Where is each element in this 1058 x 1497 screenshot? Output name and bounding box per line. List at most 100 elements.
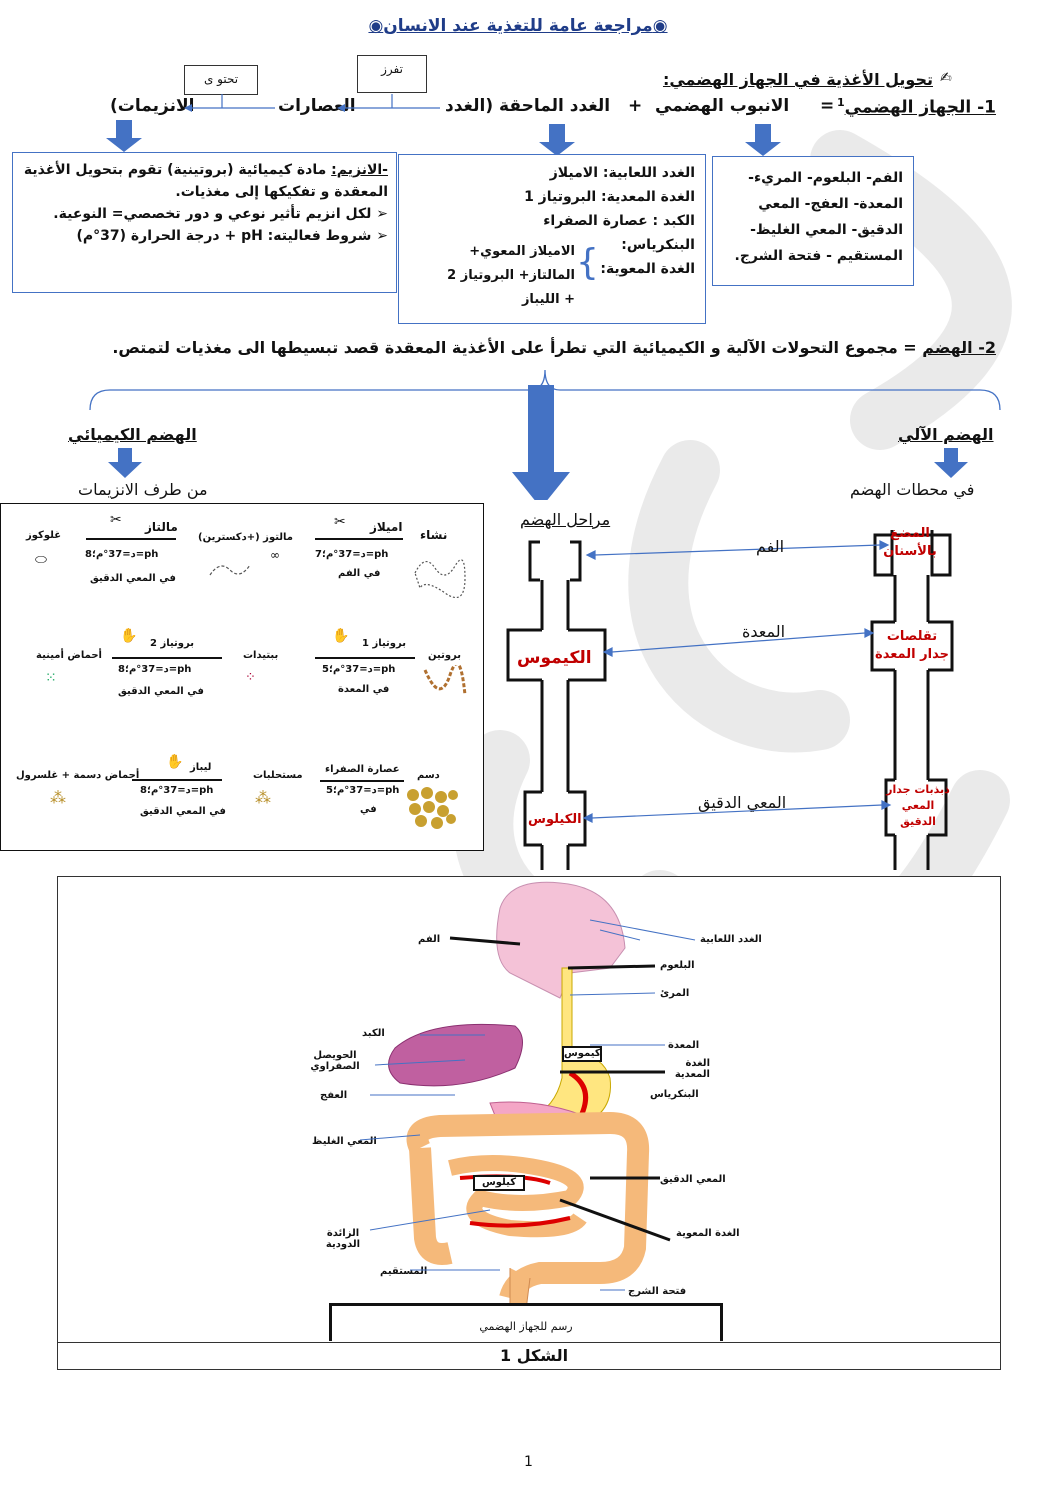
maltose-label: مالتوز (+دكسترين) [198,532,293,543]
label-salivary-glands: الغدد اللعابية [700,934,762,945]
tube-organs-box: الفم- البلعوم- المريء- المعدة- العفج- ال… [712,156,914,286]
starch-icon [414,559,466,598]
mouth-label: الفم [756,537,785,556]
protein-icon [423,665,467,696]
protease1-conditions: د=37°م؛5=ph [322,664,396,675]
emulsions-icon: ⁂ [255,788,271,807]
label-pancreas: البنكرياس [650,1089,699,1100]
stomach-contractions-label: تقلصات جدار المعدة [875,629,949,662]
bile-conditions: د=37°م؛5=ph [326,785,400,796]
fat-label: دسم [417,770,440,781]
lipase-arrow [132,779,222,781]
label-duodenum: العفج [320,1090,348,1101]
digestion-stages-title: مراحل الهضم [520,510,611,529]
amylase-label: اميلاز [370,520,403,534]
protease2-conditions: د=37°م؛8=ph [118,664,192,675]
label-intestinal-gland: الغدة المعوية [676,1228,740,1239]
fat-icon [407,787,458,829]
label-small-intestine: المعي الدقيق [660,1174,726,1185]
label-esophagus: المرئ [660,988,690,999]
label-gallbladder: الحويصل الصفراوي [310,1050,360,1072]
maltase-conditions: د=37°م؛8=ph [85,549,159,560]
equation-system: 1- الجهاز الهضمي1 [836,96,996,118]
label-liver: الكبد [362,1028,385,1039]
peptides-icon: ⁘ [245,670,256,685]
label-anus: فتحة الشرج [628,1286,687,1297]
mechanical-digestion-title: الهضم الآلي [898,425,994,444]
equation-tube: الانبوب الهضمي [655,96,790,116]
intestinal-enzymes: الاميلاز المعوي+ المالتاز+ البروتياز 2 +… [447,244,575,307]
glucose-label: غلوكوز [26,530,62,541]
label-mouth: الفم [418,934,441,945]
protease1-label: بروتياز 1 [362,638,406,649]
small-intestine-label: المعي الدقيق [698,793,787,812]
dextrin-icon [209,564,251,576]
enzyme-hand-icon: ✋ [332,628,350,644]
chyle-tag: كيلوس [473,1175,525,1191]
protease1-location: في المعدة [338,684,390,695]
bile-label: عصارة الصفراء [325,764,400,775]
enzyme-table [0,503,484,851]
bile-location: في [360,804,377,815]
maltase-arrow [86,538,176,540]
section1-heading: تحويل الأغذية في الجهاز الهضمي: [662,70,933,89]
enzyme-hand-icon: ✋ [120,628,138,644]
fatty-acids-label: أحماض دسمة + غلسرول [16,770,140,781]
protease2-location: في المعي الدقيق [118,686,204,697]
equation-juices: العصارات [278,96,356,116]
amylase-conditions: د=37°م؛7=ph [315,549,389,560]
scissors-icon: ✂ [334,514,346,530]
amino-acids-icon: ⁙ [45,670,57,686]
maltase-label: مالتاز [145,520,178,534]
figure-caption-row [57,1342,1001,1370]
protease2-arrow [112,657,222,659]
lipase-location: في المعي الدقيق [140,806,226,817]
bile-arrow [320,780,404,782]
label-large-intestine: المعي الغليظ [312,1136,377,1147]
label-appendix: الزائدة الدودية [325,1228,361,1250]
label-pharynx: البلعوم [660,960,695,971]
peptides-label: ببتيدات [243,650,279,661]
pencil-icon: ✍ [940,70,952,86]
equation-equals: = [820,96,835,116]
chyme-label: الكيموس [517,648,592,668]
figure-leader-lines [359,919,696,1291]
fatty-acids-icon: ⁂ [50,788,66,807]
scissors-icon: ✂ [110,512,122,528]
amino-acids-label: أحماض أمينية [36,650,102,661]
lipase-conditions: د=37°م؛8=ph [140,785,214,796]
chewing-label: المضغ بالأسنان [883,526,937,559]
figure-footer-box: رسم للجهاز الهضمي [329,1303,723,1341]
mechanical-digestion-sub: في محطات الهضم [850,480,975,499]
equation-arrows [106,94,781,156]
glands-box: الغدد اللعابية: الاميلاز الغدة المعدية: … [398,154,706,324]
chemical-digestion-sub: من طرف الانزيمات [78,480,208,499]
digestion-branch [89,369,1001,500]
digestion-definition: 2- الهضم = مجموع التحولات الآلية و الكيم… [112,338,996,357]
label-rectum: المستقيم [380,1266,428,1277]
title-ornament-icon: ◉ [652,16,668,36]
emulsions-label: مستحلبات [253,770,303,781]
starch-label: نشاء [420,528,448,542]
enzyme-definition-box: -الانزيم: مادة كيميائية (بروتينية) تقوم … [12,152,397,293]
protease1-arrow [315,657,415,659]
lipase-label: ليباز [190,762,212,773]
secrete-box: تفرز [357,55,427,93]
protease2-label: بروتياز 2 [150,638,194,649]
curly-bracket-icon: { [576,242,599,283]
maltase-location: في المعي الدقيق [90,573,176,584]
page-number: 1 [524,1454,533,1470]
chyle-label: الكيلوس [528,812,582,827]
label-stomach: المعدة [668,1040,700,1051]
chyme-tag: كيموس [562,1046,602,1062]
glucose-icon: ⬭ [35,552,47,568]
stomach-label: المعدة [742,622,786,641]
page-title: ◉مراجعة عامة للتغذية عند الانسان◉ [368,16,668,36]
protein-label: بروتين [428,650,462,661]
chemical-digestion-title: الهضم الكيميائي [68,425,197,444]
maltose-icon: ∞ [270,548,280,562]
equation-plus: + [628,96,643,116]
enzyme-hand-icon: ✋ [166,754,184,770]
digestion-tubes [506,530,954,870]
amylase-location: في الفم [338,568,381,579]
